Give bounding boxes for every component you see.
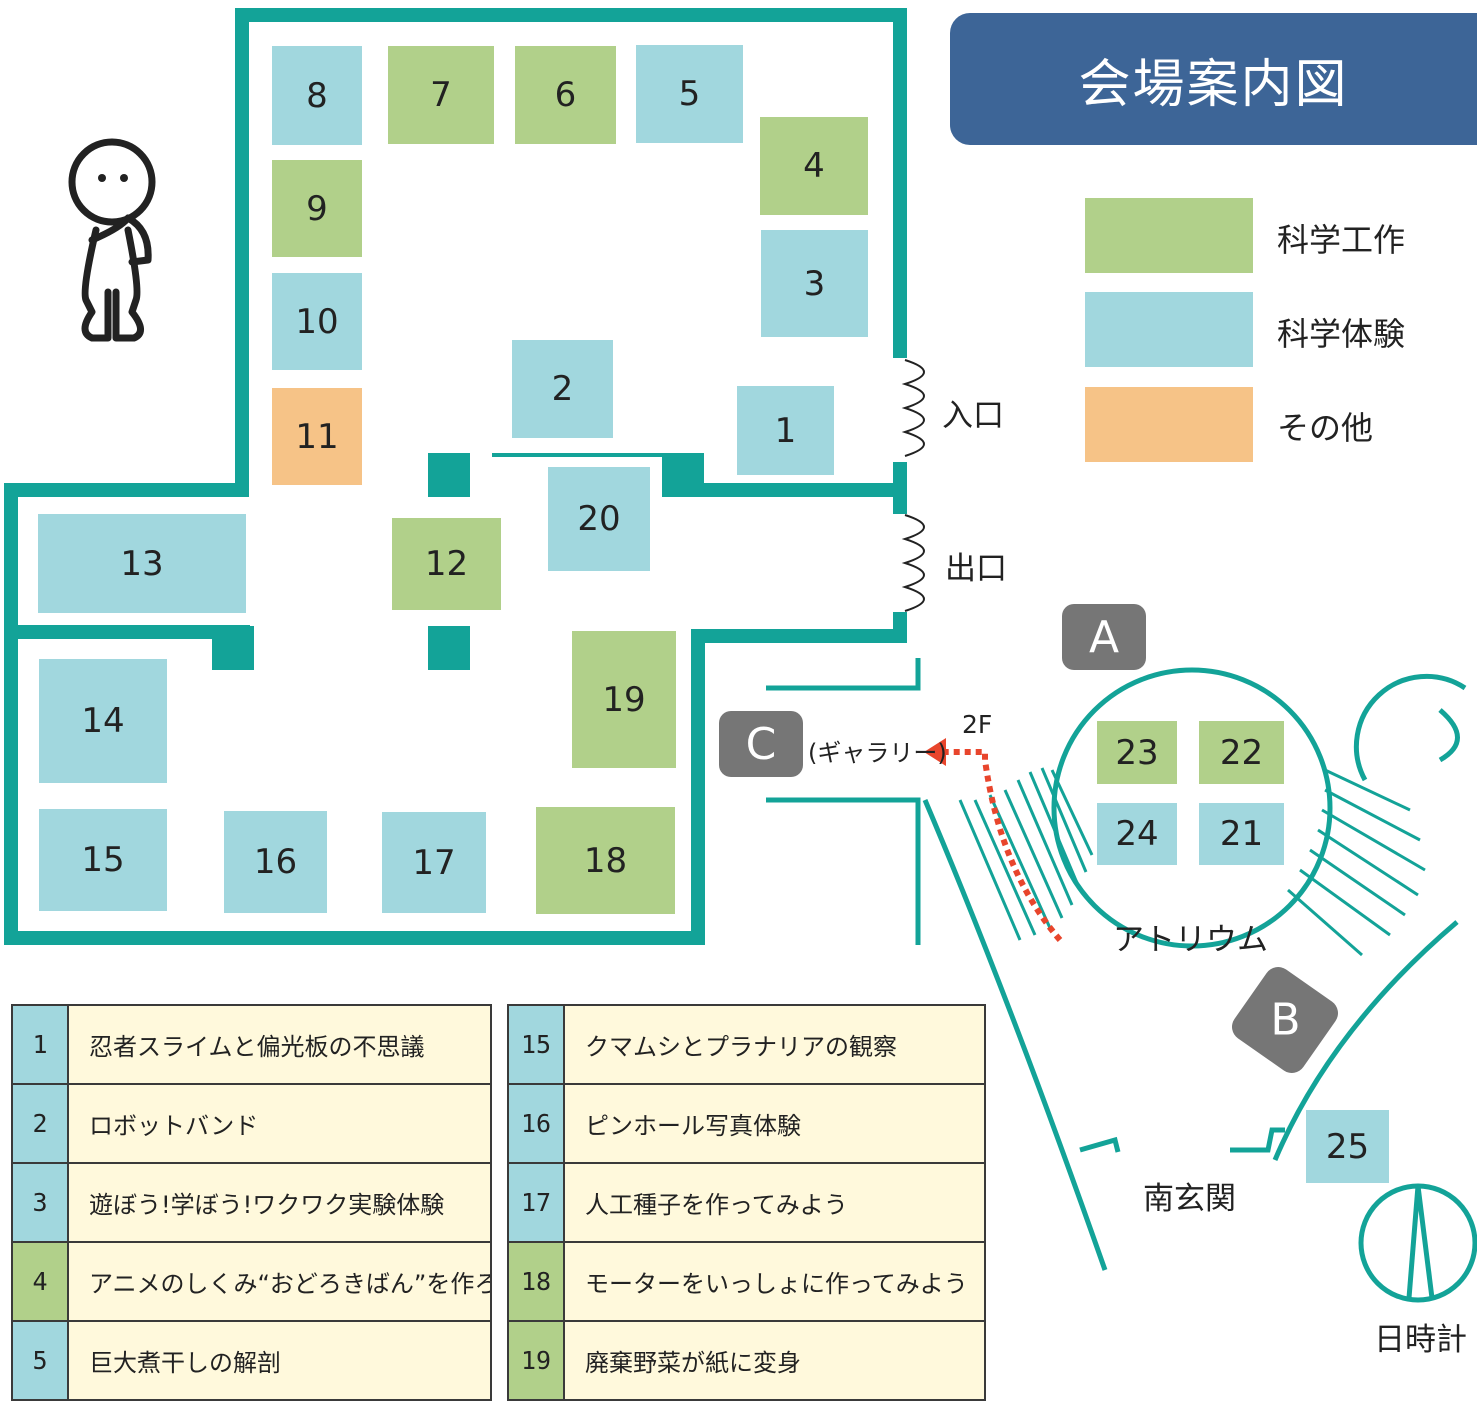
- main-hall-walls: [4, 8, 907, 945]
- atrium-stairs: [958, 767, 1426, 957]
- entrance-label: 入口: [942, 398, 1004, 434]
- list-booth-name: 遊ぼう!学ぼう!ワクワク実験体験: [67, 1162, 492, 1243]
- legend-swatch-craft: [1085, 198, 1253, 273]
- sundial-icon: [1358, 1183, 1477, 1303]
- pillar: [428, 453, 470, 497]
- page-title: 会場案内図: [950, 13, 1477, 145]
- exit-label: 出口: [945, 551, 1007, 587]
- marker-a[interactable]: A: [1062, 604, 1146, 670]
- pillar: [212, 626, 254, 670]
- booth-12[interactable]: 12: [392, 518, 501, 610]
- booth-23[interactable]: 23: [1097, 721, 1177, 784]
- booth-24[interactable]: 24: [1097, 803, 1177, 865]
- pillar: [428, 626, 470, 670]
- thinking-person-face: [98, 174, 128, 182]
- thinking-person-icon: [68, 138, 156, 342]
- floor-2f-label: 2F: [962, 710, 993, 739]
- pillar: [662, 453, 704, 497]
- list-booth-number: 1: [11, 1004, 69, 1085]
- booth-21[interactable]: 21: [1199, 803, 1284, 865]
- booth-9[interactable]: 9: [272, 160, 362, 257]
- list-booth-name: クマムシとプラナリアの観察: [563, 1004, 986, 1085]
- booth-2[interactable]: 2: [512, 340, 613, 438]
- booth-5[interactable]: 5: [636, 45, 743, 143]
- list-booth-name: アニメのしくみ“おどろきばん”を作ろう!: [67, 1241, 492, 1322]
- booth-7[interactable]: 7: [388, 46, 494, 144]
- list-booth-number: 16: [507, 1083, 565, 1164]
- list-booth-number: 18: [507, 1241, 565, 1322]
- booth-15[interactable]: 15: [39, 809, 167, 911]
- atrium-label: アトリウム: [1113, 922, 1268, 958]
- booth-8[interactable]: 8: [272, 46, 362, 145]
- list-booth-name: 人工種子を作ってみよう: [563, 1162, 986, 1243]
- booth-14[interactable]: 14: [39, 659, 167, 783]
- booth-18[interactable]: 18: [536, 807, 675, 914]
- list-booth-number: 3: [11, 1162, 69, 1243]
- list-booth-number: 17: [507, 1162, 565, 1243]
- legend-swatch-experience: [1085, 292, 1253, 367]
- route-arrow: [924, 738, 1063, 942]
- list-booth-name: 巨大煮干しの解剖: [67, 1320, 492, 1401]
- booth-13[interactable]: 13: [38, 514, 246, 613]
- booth-6[interactable]: 6: [515, 46, 616, 144]
- south-entrance-label: 南玄関: [1143, 1181, 1236, 1217]
- list-booth-number: 4: [11, 1241, 69, 1322]
- gallery-label: (ギャラリー): [808, 739, 947, 767]
- marker-b-label: B: [1269, 994, 1301, 1046]
- list-booth-name: モーターをいっしょに作ってみよう: [563, 1241, 986, 1322]
- legend-label-other: その他: [1277, 409, 1374, 447]
- booth-19[interactable]: 19: [572, 631, 676, 768]
- list-booth-number: 15: [507, 1004, 565, 1085]
- booth-25[interactable]: 25: [1306, 1110, 1389, 1183]
- legend-label-craft: 科学工作: [1277, 221, 1406, 259]
- atrium-walls: [922, 667, 1467, 1271]
- list-booth-name: 忍者スライムと偏光板の不思議: [67, 1004, 492, 1085]
- booth-22[interactable]: 22: [1199, 721, 1284, 784]
- booth-16[interactable]: 16: [224, 811, 327, 913]
- booth-3[interactable]: 3: [761, 230, 868, 337]
- booth-11[interactable]: 11: [272, 388, 362, 485]
- marker-c[interactable]: C: [719, 711, 803, 777]
- booth-1[interactable]: 1: [737, 386, 834, 475]
- booth-20[interactable]: 20: [548, 467, 650, 571]
- sundial-label: 日時計: [1374, 1322, 1467, 1358]
- corridor-walls: [766, 658, 921, 945]
- legend-swatch-other: [1085, 387, 1253, 462]
- exit-door-icon: [901, 514, 925, 612]
- list-booth-name: ピンホール写真体験: [563, 1083, 986, 1164]
- list-booth-name: ロボットバンド: [67, 1083, 492, 1164]
- booth-10[interactable]: 10: [272, 273, 362, 370]
- list-booth-number: 2: [11, 1083, 69, 1164]
- list-booth-number: 19: [507, 1320, 565, 1401]
- booth-17[interactable]: 17: [382, 812, 486, 913]
- list-booth-name: 廃棄野菜が紙に変身: [563, 1320, 986, 1401]
- booth-4[interactable]: 4: [760, 117, 868, 215]
- floor-map: [4, 8, 1477, 1303]
- entrance-door-icon: [901, 359, 925, 457]
- list-booth-number: 5: [11, 1320, 69, 1401]
- legend-label-experience: 科学体験: [1277, 315, 1406, 353]
